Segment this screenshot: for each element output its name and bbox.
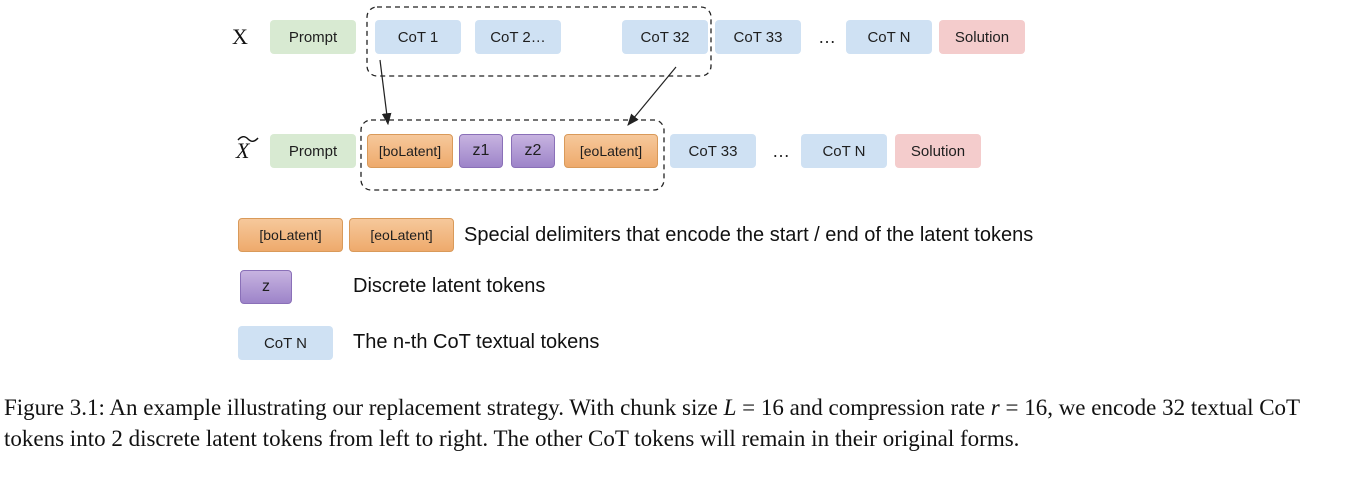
- row1-prompt-token: Prompt: [270, 20, 356, 54]
- legend-latent-description: Discrete latent tokens: [353, 275, 546, 297]
- row2-eolatent-token: [eoLatent]: [564, 134, 658, 168]
- top-chunk-box: [366, 6, 712, 77]
- row2-ellipsis: …: [772, 141, 790, 161]
- row1-ellipsis: …: [818, 27, 836, 47]
- row2-prompt-token: Prompt: [270, 134, 356, 168]
- legend-cot-description: The n-th CoT textual tokens: [353, 331, 600, 353]
- row1-cot2-token: CoT 2…: [475, 20, 561, 54]
- legend-bolatent-swatch: [boLatent]: [238, 218, 343, 252]
- row2-label: X: [236, 138, 249, 164]
- row1-solution-token: Solution: [939, 20, 1025, 54]
- row2-z2-token: z2: [511, 134, 555, 168]
- legend-delimiter-description: Special delimiters that encode the start…: [464, 224, 1034, 246]
- row1-label: X: [232, 24, 248, 49]
- legend-latent-swatch: z: [240, 270, 292, 304]
- row2-bolatent-token: [boLatent]: [367, 134, 453, 168]
- right-arrow: [627, 66, 677, 126]
- bottom-chunk-box: [360, 119, 665, 191]
- row1-cot32-token: CoT 32: [622, 20, 708, 54]
- legend-cot-swatch: CoT N: [238, 326, 333, 360]
- row1-cot33-token: CoT 33: [715, 20, 801, 54]
- row2-cotN-token: CoT N: [801, 134, 887, 168]
- caption-var-r: r: [990, 395, 1000, 420]
- figure-caption: Figure 3.1: An example illustrating our …: [4, 392, 1344, 454]
- row1-cot1-token: CoT 1: [375, 20, 461, 54]
- left-arrow: [379, 59, 392, 126]
- row1-cotN-token: CoT N: [846, 20, 932, 54]
- legend-eolatent-swatch: [eoLatent]: [349, 218, 454, 252]
- row2-solution-token: Solution: [895, 134, 981, 168]
- caption-var-L: L: [723, 395, 737, 420]
- row2-cot33-token: CoT 33: [670, 134, 756, 168]
- caption-eq1: = 16 and compression rate: [736, 395, 991, 420]
- caption-part2: = 16, we encode 32 textual CoT tokens in…: [4, 395, 1300, 451]
- caption-part1: Figure 3.1: An example illustrating our …: [4, 395, 724, 420]
- row2-label-x: X: [236, 138, 250, 163]
- row2-z1-token: z1: [459, 134, 503, 168]
